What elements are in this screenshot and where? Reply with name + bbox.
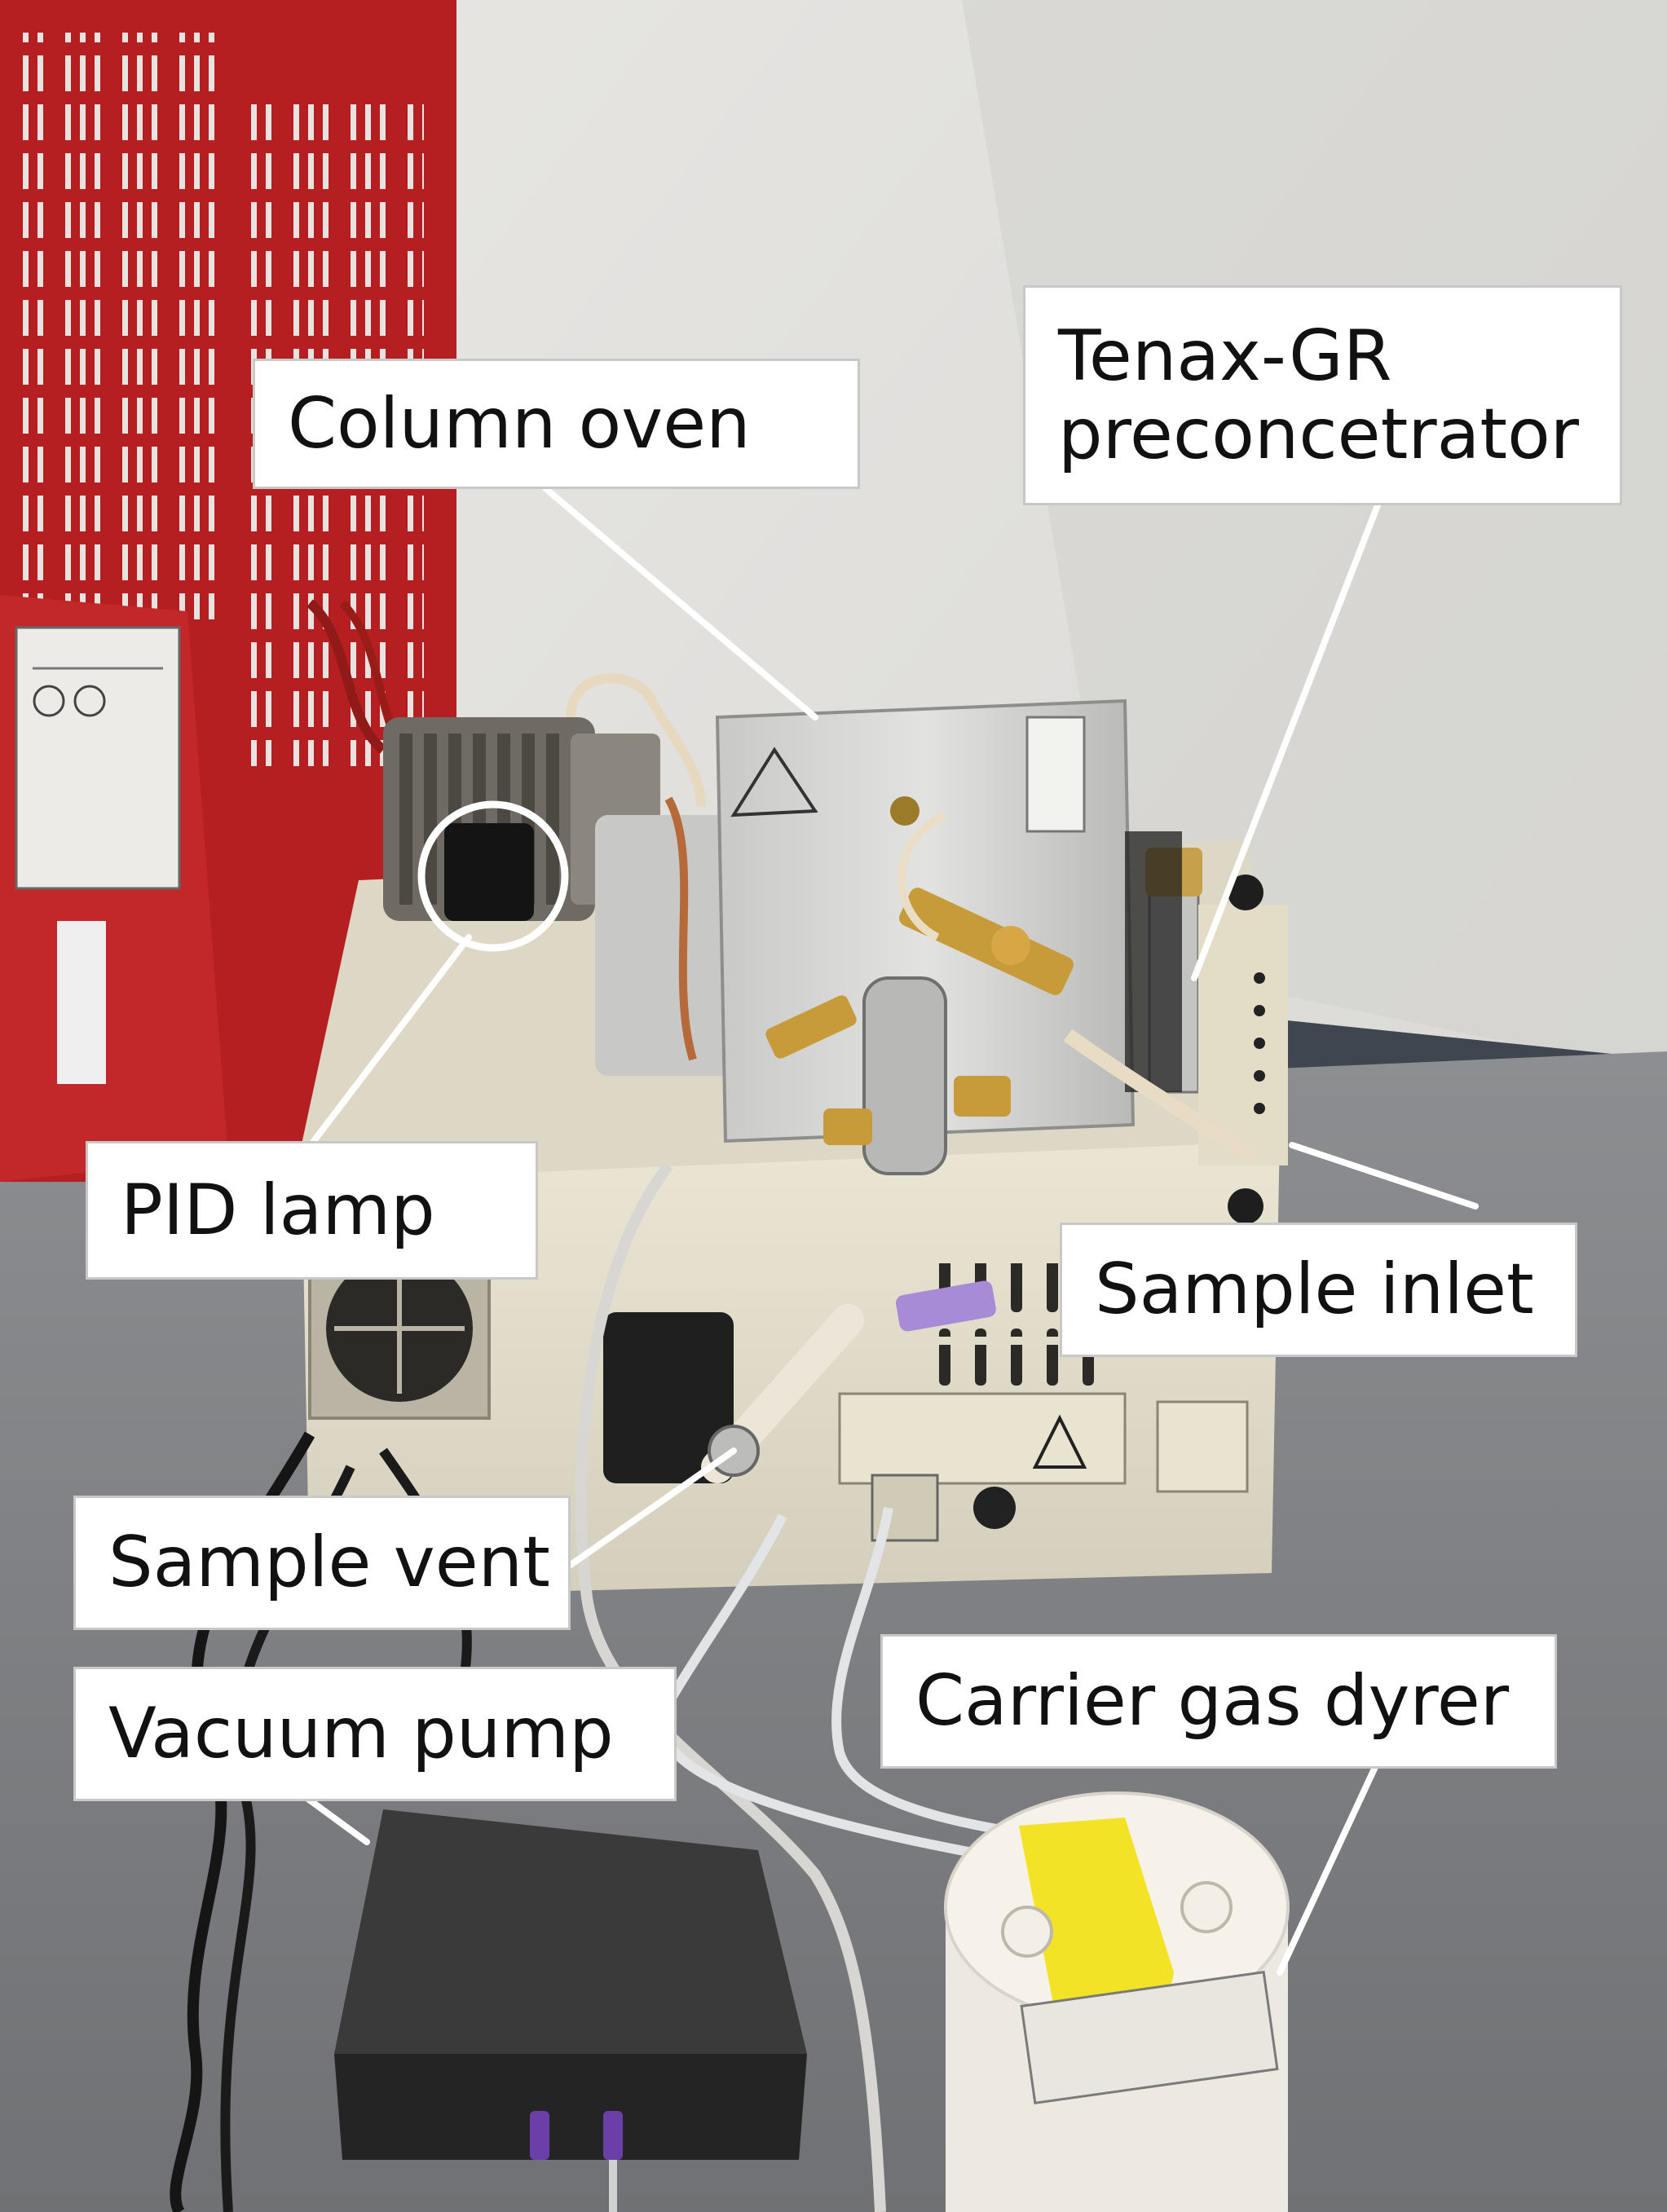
- label-sample-inlet: Sample inlet: [1060, 1223, 1577, 1357]
- label-carrier-gas-dryer-text: Carrier gas dyrer: [915, 1660, 1510, 1743]
- leader-tenax: [1191, 502, 1381, 981]
- label-tenax-line1: Tenax-GR: [1058, 315, 1392, 397]
- label-sample-inlet-text: Sample inlet: [1095, 1249, 1534, 1331]
- label-carrier-gas-dryer: Carrier gas dyrer: [880, 1634, 1557, 1769]
- leader-column-oven: [543, 486, 818, 720]
- label-tenax-line2: preconcetrator: [1058, 394, 1580, 475]
- leader-pid-lamp: [311, 934, 472, 1144]
- label-pid-lamp-text: PID lamp: [121, 1169, 435, 1251]
- leader-sample-vent: [567, 1447, 737, 1568]
- label-column-oven-text: Column oven: [288, 382, 751, 465]
- label-sample-vent: Sample vent: [73, 1496, 571, 1630]
- label-pid-lamp: PID lamp: [86, 1141, 538, 1280]
- label-tenax-preconcentrator: Tenax-GR preconcetrator: [1023, 285, 1622, 505]
- label-vacuum-pump-text: Vacuum pump: [108, 1693, 614, 1775]
- leader-sample-inlet: [1289, 1142, 1479, 1210]
- label-sample-vent-text: Sample vent: [108, 1522, 550, 1604]
- label-vacuum-pump: Vacuum pump: [73, 1667, 677, 1801]
- label-column-oven: Column oven: [253, 359, 860, 489]
- leader-carrier-dryer: [1277, 1741, 1389, 1976]
